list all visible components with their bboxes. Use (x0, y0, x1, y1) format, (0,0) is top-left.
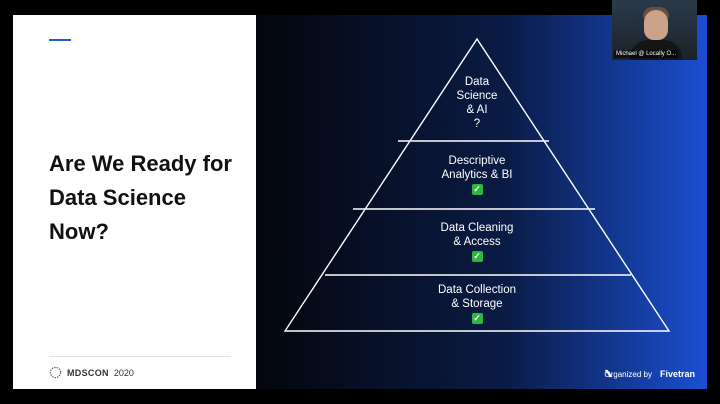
organizer-name: Fivetran (660, 369, 695, 379)
check-icon: ✓ (472, 184, 483, 195)
slide-left-panel: Are We Ready for Data Science Now? MDSCO… (13, 15, 256, 389)
fivetran-icon (604, 369, 613, 378)
footer-year: 2020 (114, 368, 134, 378)
footer-brand: MDSCON (67, 368, 109, 378)
participant-name: Michael @ Locally O... (614, 50, 678, 58)
accent-line (49, 39, 71, 41)
slide-right-panel: Data Science & AI ? Descriptive Analytic… (256, 15, 707, 389)
check-icon: ✓ (472, 313, 483, 324)
pyramid-tier-2: Descriptive Analytics & BI ✓ (397, 154, 557, 196)
fivetran-logo: Fivetran (660, 369, 695, 379)
organized-by: Organized by Fivetran (604, 369, 695, 379)
presentation-slide: Are We Ready for Data Science Now? MDSCO… (13, 15, 707, 389)
tier-3-line-1: Data Cleaning (397, 221, 557, 235)
tier-4-line-2: & Storage (397, 297, 557, 311)
person-head (644, 10, 668, 40)
mdscon-ring-icon (49, 366, 62, 379)
tier-1-line-1: Data (427, 75, 527, 89)
tier-1-line-3: & AI (427, 103, 527, 117)
pyramid-tier-4: Data Collection & Storage ✓ (397, 283, 557, 325)
tier-2-line-1: Descriptive (397, 154, 557, 168)
divider (49, 356, 231, 357)
pyramid-tier-1: Data Science & AI ? (427, 75, 527, 131)
pyramid-diagram (256, 15, 707, 389)
pyramid-tier-3: Data Cleaning & Access ✓ (397, 221, 557, 263)
tier-4-line-1: Data Collection (397, 283, 557, 297)
mdscon-logo: MDSCON 2020 (49, 366, 134, 379)
tier-1-line-2: Science (427, 89, 527, 103)
tier-1-status: ? (427, 117, 527, 131)
slide-title: Are We Ready for Data Science Now? (49, 147, 249, 249)
webcam-thumbnail[interactable]: Michael @ Locally O... (612, 0, 697, 60)
tier-3-line-2: & Access (397, 235, 557, 249)
tier-2-line-2: Analytics & BI (397, 168, 557, 182)
check-icon: ✓ (472, 251, 483, 262)
